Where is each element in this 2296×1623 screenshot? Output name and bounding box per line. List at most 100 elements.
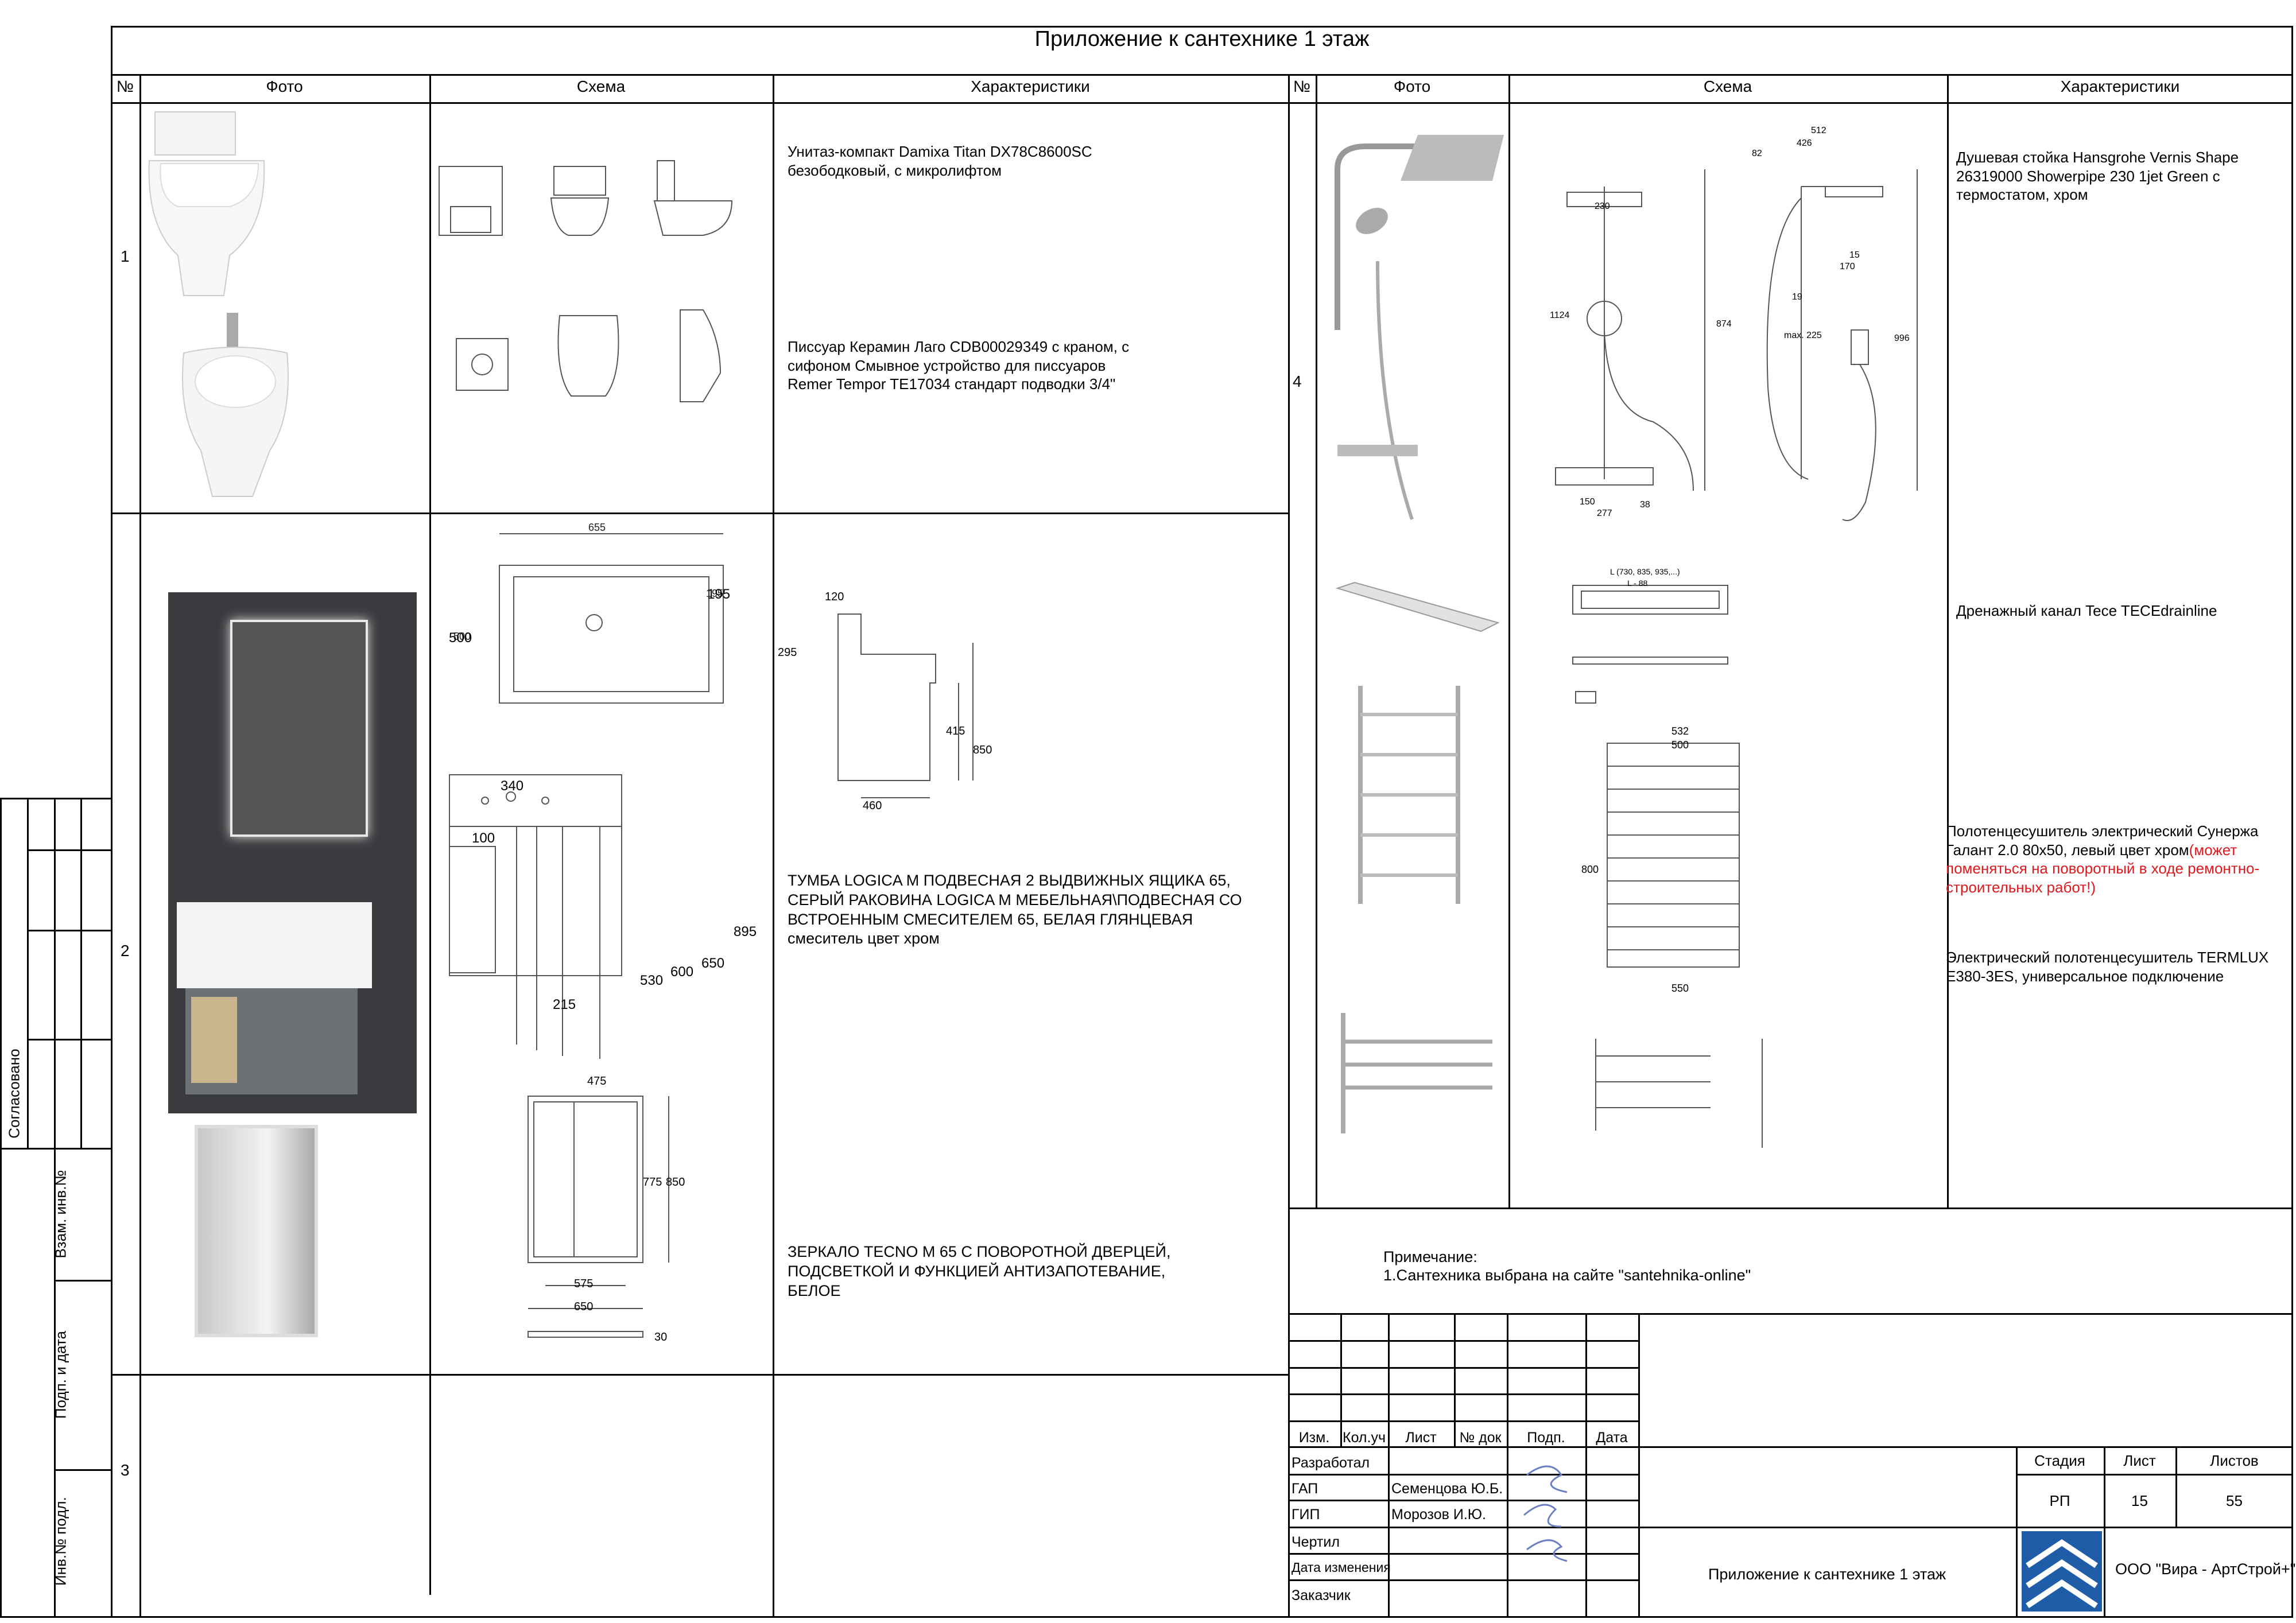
mirror-scheme [528,1096,669,1338]
dim-800: 800 [1581,864,1599,875]
dim-38: 38 [1640,500,1650,510]
dim-895: 895 [734,924,757,939]
col-num-left: № [116,77,134,95]
stamp-doc-title: Приложение к сантехнике 1 этаж [1708,1566,1946,1583]
towel-rail-1-name: Полотенцесушитель электрический Сунержа … [1946,822,2259,859]
dim-512: 512 [1811,126,1826,135]
dim-650: 650 [701,956,725,971]
towel-rail-1-description: Полотенцесушитель электрический Сунержа … [1946,822,2285,896]
dim-874: 874 [1716,319,1732,329]
cabinet-side-scheme [837,614,974,798]
dim-19: 19 [1792,292,1802,302]
dim-100: 100 [472,830,495,846]
dim-170: 170 [1840,262,1855,271]
drain-description: Дренажный канал Tece TECEdrainline [1956,602,2217,619]
urinal-photo [182,313,289,497]
stamp-col-doc: № док [1459,1430,1502,1446]
row-num-1: 1 [121,247,130,265]
company-logo [2022,1531,2102,1612]
dim-460: 460 [863,799,882,812]
towel-rail-2-description: Электрический полотенцесушитель TERMLUX … [1946,949,2269,985]
stamp-stage: РП [2049,1492,2070,1509]
row-num-2: 2 [121,942,130,960]
dim-850-side: 850 [973,744,992,756]
dim-drain-L: L (730, 835, 935,...) [1610,567,1680,576]
stamp-gip-name: Морозов И.Ю. [1391,1506,1486,1523]
mirror-photo [195,1125,318,1337]
shower-description: Душевая стойка Hansgrohe Vernis Shape 26… [1956,149,2239,203]
dim-1124: 1124 [1550,310,1570,320]
dim-230: 230 [1595,201,1610,211]
col-photo-left: Фото [266,77,303,95]
dim-225: max. 225 [1784,331,1822,340]
note-title: Примечание: [1383,1248,1477,1265]
dim-277: 277 [1597,508,1612,518]
stamp-role-drawn: Чертил [1292,1534,1340,1550]
svg-text:500: 500 [453,631,471,642]
stamp-col-izm: Изм. [1298,1430,1330,1446]
towel-rail-1-photo [1358,686,1460,904]
dim-sink-d: 195 [707,587,731,602]
vanity-photo [168,592,417,1113]
stamp-role-changed: Дата изменения [1292,1560,1391,1575]
dim-415: 415 [946,725,965,737]
toilet-photo [148,111,265,296]
stamp-col-sign: Подп. [1527,1430,1565,1446]
side-inv-orig: Инв.№ подл. [52,1497,69,1586]
towel-rail-2-photo [1341,1013,1492,1133]
dim-30: 30 [654,1331,668,1344]
row-num-4: 4 [1293,372,1302,390]
stamp-gap-name: Семенцова Ю.Б. [1391,1481,1503,1497]
dim-655: 655 [588,522,606,533]
stamp-sheets-header: Листов [2210,1452,2259,1469]
dim-120: 120 [825,591,844,603]
stamp-role-gip: ГИП [1292,1506,1320,1523]
stamp-col-list: Лист [1405,1430,1437,1446]
toilet-scheme [439,160,733,236]
stamp-role-gap: ГАП [1292,1481,1318,1497]
sink-top-scheme: 655 500 195 [453,522,724,704]
svg-text:195: 195 [706,588,723,599]
col-specs-right: Характеристики [2060,77,2180,95]
stamp-role-developer: Разработал [1292,1455,1370,1471]
dim-600: 600 [670,964,694,980]
dim-15: 15 [1849,250,1860,260]
sheet-title: Приложение к сантехнике 1 этаж [1034,27,1370,51]
dim-340: 340 [501,778,524,794]
outer-frame [111,26,2293,1618]
dim-650-mirror: 650 [574,1300,594,1313]
drain-scheme [1572,585,1728,704]
stamp-company: ООО "Вира - АртСтрой+" [2115,1560,2296,1578]
dim-sink-h: 500 [449,630,472,646]
towel-rail-1-scheme [1607,743,1740,968]
row-num-3: 3 [121,1461,130,1479]
drain-photo [1335,581,1500,632]
dim-775: 775 [643,1176,662,1189]
towel-rail-1-warning: (может поменяться на поворотный в ходе р… [1946,841,2260,896]
stamp-sheet: 15 [2131,1492,2148,1509]
dim-426: 426 [1797,138,1812,148]
mirror-description: ЗЕРКАЛО TECNO M 65 С ПОВОРОТНОЙ ДВЕРЦЕЙ,… [788,1243,1171,1299]
shower-scheme [1555,169,1918,521]
toilet-description: Унитаз-компакт Damixa Titan DX78C8600SC … [788,143,1092,179]
signature-image [1523,1465,1568,1562]
col-specs-left: Характеристики [971,77,1090,95]
urinal-description: Писсуар Керамин Лаго CDB00029349 с крано… [788,338,1130,393]
dim-550: 550 [1671,983,1689,994]
dim-150: 150 [1580,497,1595,507]
dim-500: 500 [1671,739,1689,751]
stamp-col-kol: Кол.уч [1343,1430,1386,1446]
stamp-sheet-header: Лист [2123,1452,2156,1469]
stamp-stage-header: Стадия [2034,1452,2085,1469]
col-photo-right: Фото [1393,77,1431,95]
shower-photo [1335,135,1504,520]
side-approved: Согласовано [5,1049,23,1139]
towel-rail-2-scheme [1595,1039,1763,1148]
dim-532: 532 [1671,725,1689,737]
dim-295: 295 [778,646,797,659]
note-text: 1.Сантехника выбрана на сайте "santehnik… [1383,1267,1751,1284]
stamp-role-client: Заказчик [1292,1587,1351,1603]
col-scheme-left: Схема [576,77,626,95]
dim-475: 475 [587,1075,607,1088]
dim-575: 575 [574,1278,594,1290]
